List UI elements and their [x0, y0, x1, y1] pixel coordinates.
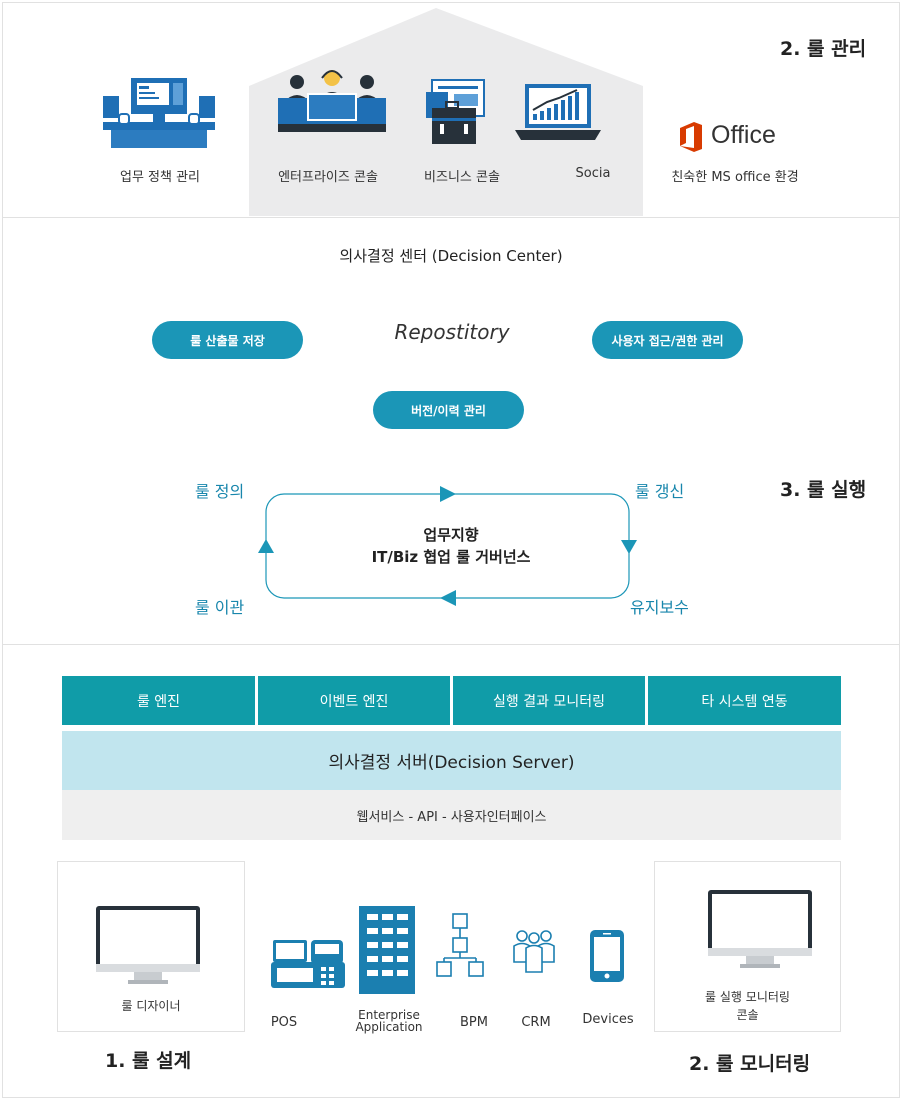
label-rule-designer: 룰 디자이너 — [121, 999, 181, 1013]
office-logo-text: Office — [711, 121, 776, 149]
cell-execution-monitoring: 실행 결과 모니터링 — [453, 676, 645, 725]
decision-server-title: 의사결정 서버(Decision Server) — [328, 753, 575, 773]
interfaces-text: 웹서비스 - API - 사용자인터페이스 — [356, 809, 547, 825]
arrow-top — [440, 486, 456, 502]
label-crm: CRM — [521, 1015, 551, 1030]
label-pos: POS — [270, 1015, 298, 1030]
decision-center-title: 의사결정 센터 (Decision Center) — [339, 247, 563, 265]
pos-terminal-icon — [271, 940, 345, 988]
arrow-bottom — [440, 590, 456, 606]
cycle-center-line2: IT/Biz 협업 룰 거버넌스 — [371, 548, 531, 566]
monitor-icon — [96, 906, 200, 984]
label-enterprise-console: 엔터프라이즈 콘솔 — [278, 170, 378, 185]
cycle-label-update: 룰 갱신 — [635, 482, 685, 501]
monitor-icon-console — [708, 890, 812, 968]
design-title: 1. 룰 설계 — [105, 1050, 192, 1072]
label-monitoring-console-1: 룰 실행 모니터링 — [705, 990, 790, 1004]
label-office-env: 친숙한 MS office 환경 — [671, 170, 799, 185]
management-title: 2. 룰 관리 — [780, 38, 867, 60]
laptop-chart-icon — [515, 84, 601, 140]
governance-cycle — [258, 486, 637, 606]
pill-user-access-control: 사용자 접근/권한 관리 — [592, 321, 743, 359]
label-application: Application — [355, 1020, 423, 1034]
pill-rule-output-storage: 룰 산출물 저장 — [152, 321, 303, 359]
label-enterprise: Enterprise — [358, 1008, 420, 1022]
flowchart-icon — [436, 913, 484, 977]
cycle-label-migrate: 룰 이관 — [195, 598, 245, 617]
interfaces-band: 웹서비스 - API - 사용자인터페이스 — [62, 790, 841, 840]
cell-event-engine: 이벤트 엔진 — [258, 676, 450, 725]
cell-rule-engine: 룰 엔진 — [62, 676, 255, 725]
label-devices: Devices — [582, 1012, 634, 1027]
label-socia: Socia — [575, 166, 611, 181]
decision-server-band: 의사결정 서버(Decision Server) — [62, 731, 841, 790]
cycle-label-define: 룰 정의 — [195, 482, 245, 501]
monitoring-title: 2. 룰 모니터링 — [689, 1053, 811, 1075]
arrow-right — [621, 540, 637, 554]
cell-system-integration: 타 시스템 연동 — [648, 676, 841, 725]
desktop-workstation-icon — [103, 78, 215, 148]
briefcase-documents-icon — [426, 79, 485, 144]
decision-center-section — [2, 217, 900, 645]
repository-label: Repostitory — [394, 320, 510, 344]
arrow-left — [258, 539, 274, 553]
label-business-policy: 업무 정책 관리 — [119, 170, 201, 185]
building-icon — [359, 906, 415, 994]
pill-version-history: 버전/이력 관리 — [373, 391, 524, 429]
office-logo-icon — [680, 122, 702, 152]
label-monitoring-console-2: 콘솔 — [736, 1008, 759, 1022]
label-bpm: BPM — [460, 1015, 488, 1030]
execution-title: 3. 룰 실행 — [780, 479, 867, 501]
operators-icon — [278, 70, 386, 132]
cycle-center-line1: 업무지향 — [423, 526, 479, 544]
smartphone-icon — [590, 930, 624, 982]
cycle-label-maintain: 유지보수 — [630, 598, 689, 617]
label-business-console: 비즈니스 콘솔 — [424, 170, 500, 185]
people-group-icon — [513, 930, 555, 973]
